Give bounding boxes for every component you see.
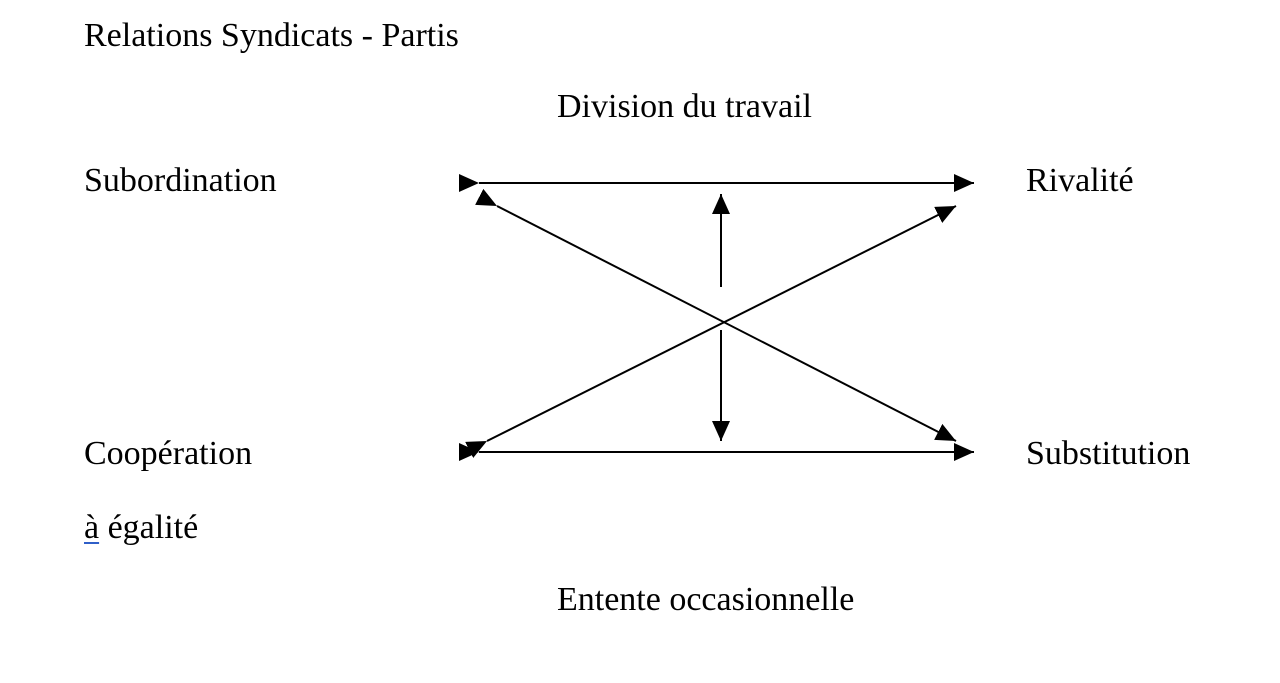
label-cooperation: Coopération xyxy=(84,435,253,472)
diagram-title: Relations Syndicats - Partis xyxy=(84,17,459,54)
label-division-du-travail: Division du travail xyxy=(557,88,812,125)
label-subordination: Subordination xyxy=(84,162,277,199)
underlined-word: à xyxy=(84,509,100,546)
label-substitution: Substitution xyxy=(1026,435,1191,472)
label-rivalite: Rivalité xyxy=(1026,162,1134,199)
label-entente-occasionnelle: Entente occasionnelle xyxy=(557,581,855,618)
label-egalite-rest: égalité xyxy=(99,509,199,546)
arrow-diagonal-bl-tr xyxy=(465,205,957,459)
label-a-egalite: à égalité xyxy=(84,508,198,548)
